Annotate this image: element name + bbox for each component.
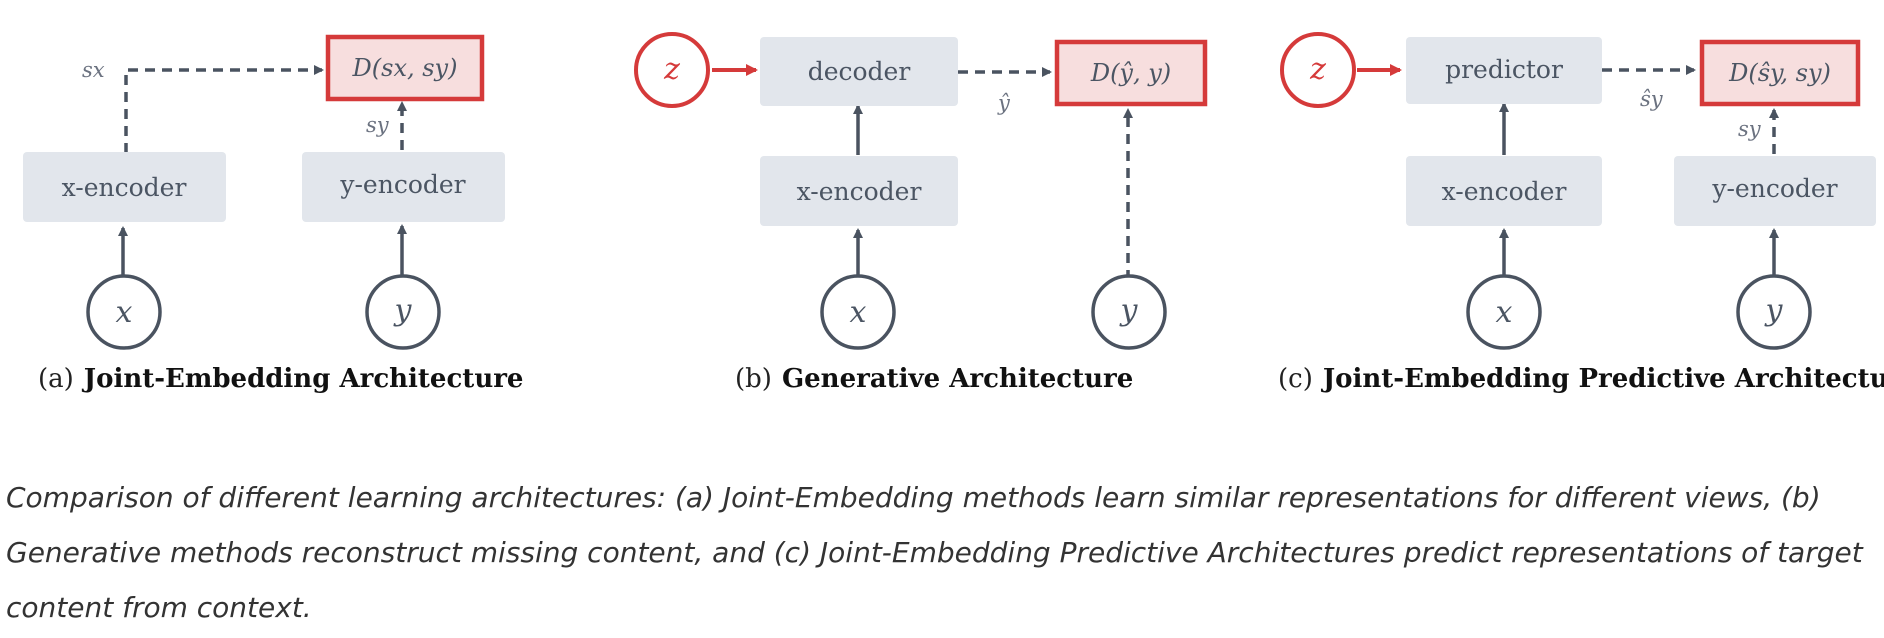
x-encoder-label: x-encoder <box>797 177 922 206</box>
panel-c: z predictor x-encoder y-encoder D(ŝy, sy… <box>1278 32 1884 394</box>
sx-dashed-arrow <box>124 65 324 153</box>
distance-label: D(sx, sy) <box>352 54 458 82</box>
distance-box <box>1054 39 1208 107</box>
figure-caption: Comparison of different learning archite… <box>6 481 1863 624</box>
x-encoder-label: x-encoder <box>1442 177 1567 206</box>
distance-box <box>1699 39 1861 107</box>
panel-b: z decoder x-encoder D(ŷ, y) ŷ x y (b)Gen… <box>634 32 1208 394</box>
architecture-diagram: x-encoder y-encoder D(sx, sy) sx sy x y … <box>23 32 1884 394</box>
panel-a: x-encoder y-encoder D(sx, sy) sx sy x y … <box>23 34 523 394</box>
x-encoder-box <box>1406 156 1602 226</box>
decoder-label: decoder <box>808 57 911 86</box>
y-input-circle <box>1736 274 1812 350</box>
shat-label: ŝy <box>1640 87 1664 111</box>
x-input-circle <box>86 274 162 350</box>
distance-label: D(ŝy, sy) <box>1728 59 1831 87</box>
panel-a-caption: (a)Joint-Embedding Architecture <box>38 364 523 394</box>
z-circle <box>634 32 710 108</box>
z-label: z <box>663 52 680 87</box>
y-input-label: y <box>393 293 413 328</box>
x-input-label: x <box>1496 295 1513 330</box>
y-encoder-box <box>302 152 505 222</box>
x-encoder-label: x-encoder <box>62 173 187 202</box>
predictor-label: predictor <box>1445 55 1563 84</box>
x-input-circle <box>820 274 896 350</box>
z-label: z <box>1309 52 1326 87</box>
x-encoder-box <box>23 152 226 222</box>
decoder-box <box>760 37 958 106</box>
y-input-circle <box>365 274 441 350</box>
y-input-circle <box>1091 274 1167 350</box>
z-circle <box>1280 32 1356 108</box>
panel-c-caption: (c)Joint-Embedding Predictive Architectu… <box>1278 364 1884 394</box>
x-encoder-box <box>760 156 958 226</box>
yhat-label: ŷ <box>997 91 1011 115</box>
y-encoder-box <box>1674 156 1876 226</box>
x-input-label: x <box>850 295 867 330</box>
sy-label: sy <box>1738 117 1762 141</box>
y-encoder-label: y-encoder <box>339 170 465 199</box>
y-input-label: y <box>1119 293 1139 328</box>
sx-label: sx <box>82 58 105 82</box>
sy-label: sy <box>366 113 390 137</box>
predictor-box <box>1406 37 1602 104</box>
panel-b-caption: (b)Generative Architecture <box>735 364 1133 394</box>
distance-box <box>325 34 485 102</box>
x-input-circle <box>1466 274 1542 350</box>
y-input-label: y <box>1764 293 1784 328</box>
x-input-label: x <box>116 295 133 330</box>
y-encoder-label: y-encoder <box>1711 174 1837 203</box>
distance-label: D(ŷ, y) <box>1090 59 1171 87</box>
